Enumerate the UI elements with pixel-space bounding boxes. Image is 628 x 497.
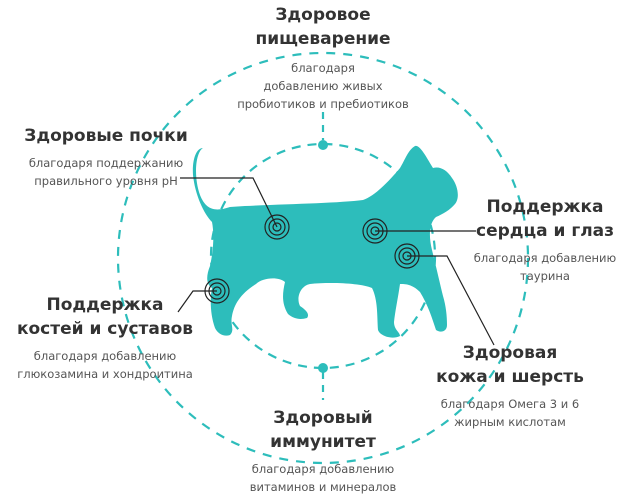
marker-kidneys — [180, 177, 290, 240]
benefit-title: Здоровая — [462, 343, 558, 363]
benefit-title: Здоровое — [275, 5, 371, 25]
benefit-kidneys: Здоровые почки благодаря поддержанию прав… — [24, 124, 187, 190]
cat-silhouette — [192, 145, 458, 338]
benefit-text: правильного уровня pH — [34, 174, 178, 188]
marker-heart — [362, 218, 476, 244]
benefit-text: глюкозамина и хондроитина — [17, 367, 193, 381]
benefit-title: сердца и глаз — [475, 221, 615, 241]
benefit-text: жирным кислотам — [454, 415, 566, 429]
benefit-title: иммунитет — [270, 432, 376, 452]
benefit-text: благодаря добавлению — [33, 349, 177, 363]
benefit-heart: Поддержка сердца и глаз благодаря добавле… — [474, 195, 616, 285]
benefit-title: Здоровый — [273, 408, 373, 428]
benefit-text: благодаря добавлению — [473, 251, 617, 265]
benefit-text: благодаря — [291, 61, 355, 75]
benefit-title: костей и суставов — [16, 319, 194, 339]
benefit-title: кожа и шерсть — [436, 367, 584, 387]
benefit-skin: Здоровая кожа и шерсть благодаря Омега 3 … — [436, 341, 584, 431]
marker-skin — [394, 243, 495, 346]
benefit-text: добавлению живых — [263, 79, 383, 93]
benefit-text: витаминов и минералов — [249, 480, 397, 494]
top-dot — [318, 140, 328, 150]
benefit-text: таурина — [520, 269, 570, 283]
benefit-text: благодаря поддержанию — [28, 156, 184, 170]
benefit-title: Поддержка — [46, 295, 164, 315]
bottom-dot — [318, 363, 328, 373]
benefit-title: пищеварение — [255, 29, 391, 49]
benefit-title: Здоровые почки — [24, 126, 188, 146]
benefit-bones: Поддержка костей и суставов благодаря доб… — [17, 293, 193, 383]
outer-dashed-circle — [116, 51, 530, 465]
benefit-text: благодаря добавлению — [251, 462, 395, 476]
benefit-text: благодаря Омега 3 и 6 — [440, 397, 580, 411]
benefit-text: пробиотиков и пребиотиков — [237, 97, 409, 111]
benefit-immunity: Здоровый иммунитет благодаря добавлению ви… — [250, 406, 397, 496]
marker-bones — [177, 278, 230, 313]
benefit-digestion: Здоровое пищеварение благодаря добавлению … — [237, 3, 409, 113]
benefit-title: Поддержка — [486, 197, 604, 217]
